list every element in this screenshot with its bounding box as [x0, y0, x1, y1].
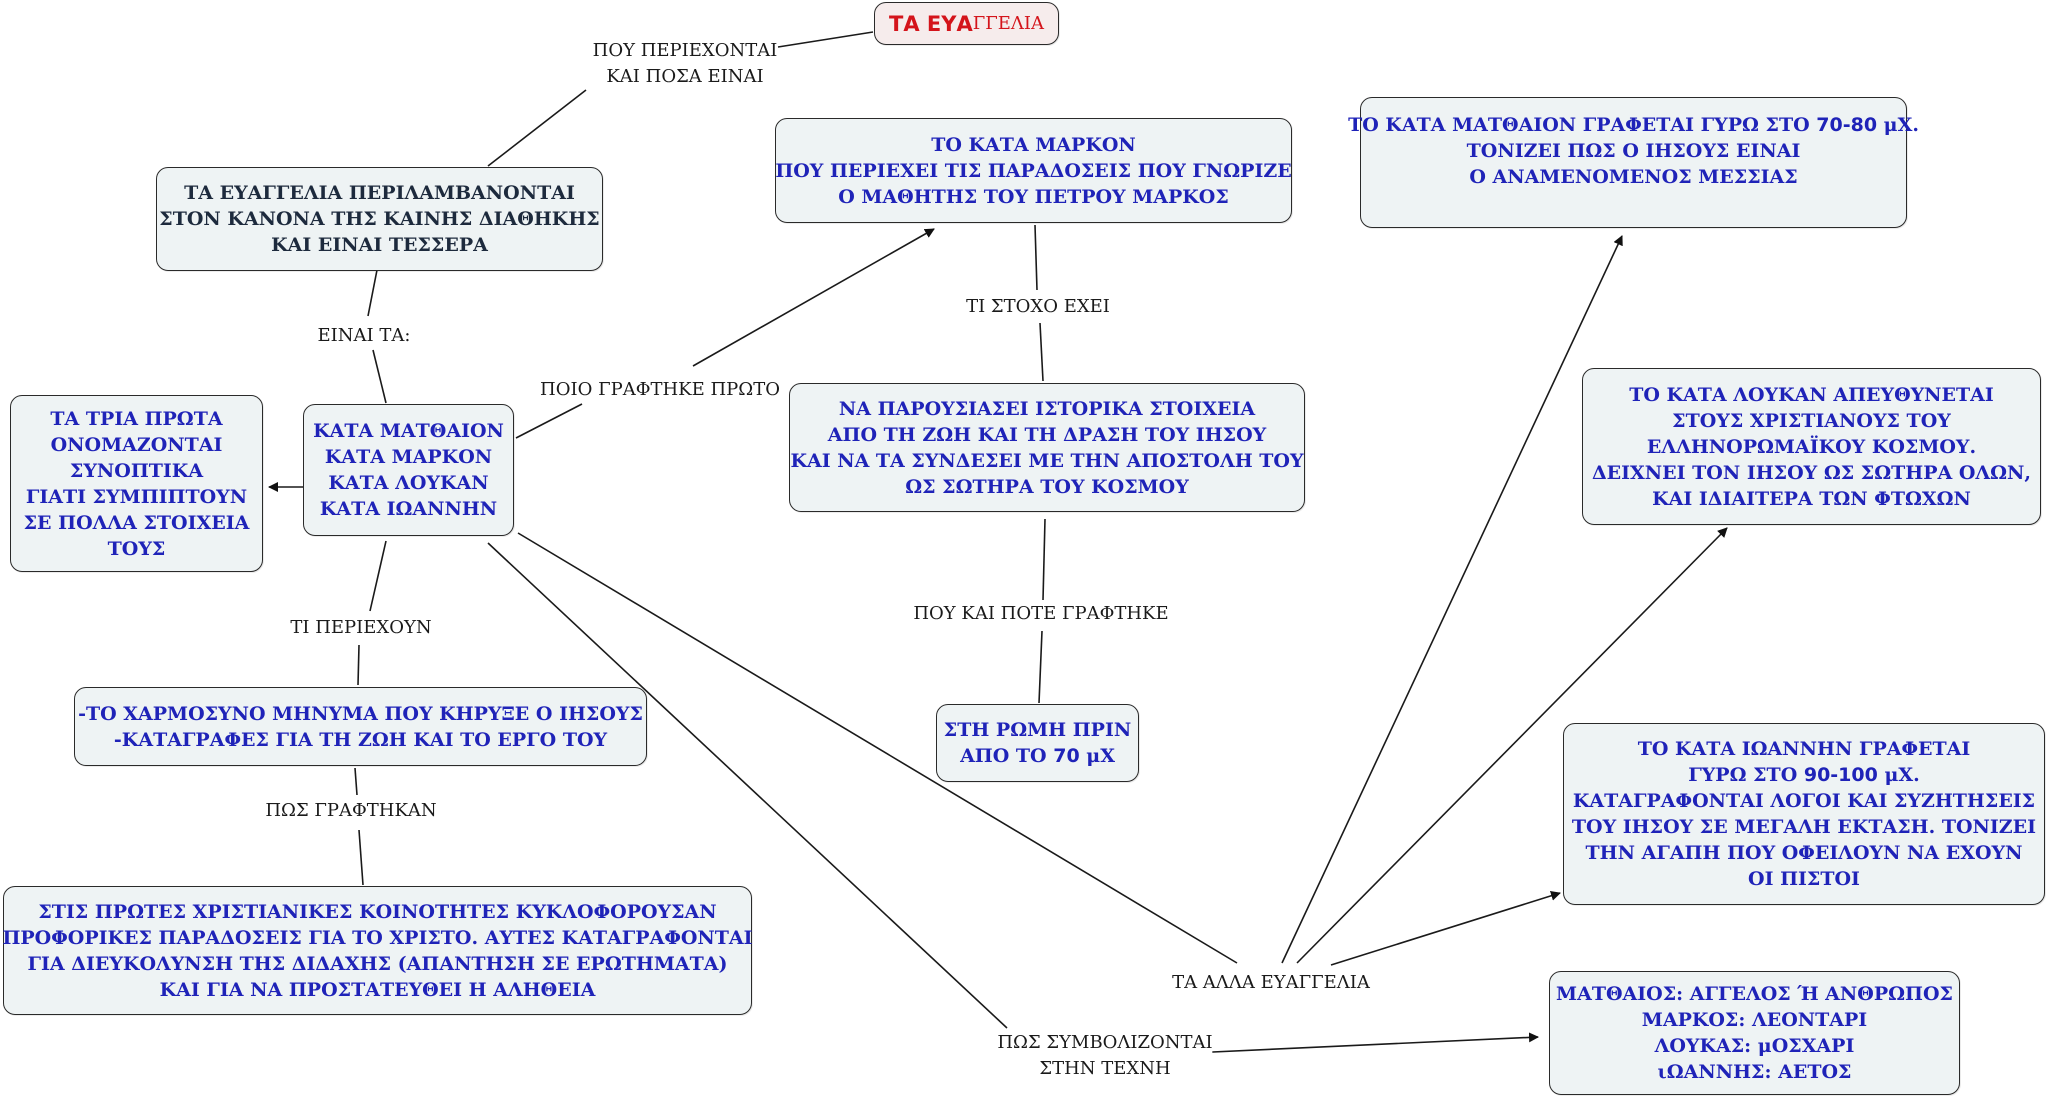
label-how-written: ΠΩΣ ΓΡΑΦΤΗΚΑΝ [265, 798, 437, 824]
edge-other-to-matthew [1281, 235, 1623, 964]
node-four-gospels[interactable]: ΚΑΤΑ ΜΑΤΘΑΙΟΝ ΚΑΤΑ ΜΑΡΚΟΝ ΚΑΤΑ ΛΟΥΚΑΝ ΚΑ… [303, 404, 514, 536]
years-70-80: 70-80 [1816, 114, 1878, 136]
node-contents[interactable]: -ΤΟ ΧΑΡΜΟΣΥΝΟ ΜΗΝΥΜΑ ΠΟΥ ΚΗΡΥΞΕ Ο ΙΗΣΟΥΣ… [74, 687, 647, 766]
edge-contents-label-to-contents [357, 644, 360, 686]
label-where-when: ΠΟΥ ΚΑΙ ΠΟΤΕ ΓΡΑΦΤΗΚΕ [913, 601, 1169, 627]
label-where-contained: ΠΟΥ ΠΕΡΙΕΧΟΝΤΑΙ ΚΑΙ ΠΟΣΑ ΕΙΝΑΙ [592, 38, 778, 90]
node-luke[interactable]: ΤΟ ΚΑΤΑ ΛΟΥΚΑΝ ΑΠΕΥΘΥΝΕΤΑΙ ΣΤΟΥΣ ΧΡΙΣΤΙΑ… [1582, 368, 2041, 525]
edge-canon-to-label [367, 269, 378, 317]
edge-four-to-other [517, 532, 1238, 964]
edge-label-to-four [372, 349, 387, 404]
edge-where-label-to-rome [1038, 630, 1043, 704]
label-they-are: ΕΙΝΑΙ ΤΑ: [317, 323, 411, 349]
edge-how-label-to-oral [358, 829, 364, 886]
node-symbols[interactable]: ΜΑΤΘΑΙΟΣ: ΑΓΓΕΛΟΣ Ή ΑΝΘΡΩΠΟΣ ΜΑΡΚΟΣ: ΛΕΟ… [1549, 971, 1960, 1095]
edge-whichfirst-to-mark [692, 228, 935, 367]
title-part-1: ΤΑ ΕΥΑ [889, 11, 973, 36]
edge-four-to-symbols-label [487, 542, 1008, 1029]
node-goal[interactable]: ΝΑ ΠΑΡΟΥΣΙΑΣΕΙ ΙΣΤΟΡΙΚΑ ΣΤΟΙΧΕΙΑ ΑΠΟ ΤΗ … [789, 383, 1305, 512]
title-part-2: ΓΓΕΛΙΑ [972, 12, 1044, 34]
label-what-goal: ΤΙ ΣΤΟΧΟ ΕΧΕΙ [966, 294, 1110, 320]
node-matthew[interactable]: ΤΟ ΚΑΤΑ ΜΑΤΘΑΙΟΝ ΓΡΑΦΕΤΑΙ ΓΥΡΩ ΣΤΟ 70-80… [1348, 97, 1919, 228]
node-synoptic[interactable]: ΤΑ ΤΡΙΑ ΠΡΩΤΑ ΟΝΟΜΑΖΟΝΤΑΙ ΣΥΝΟΠΤΙΚΑ ΓΙΑΤ… [10, 395, 263, 572]
edge-four-to-contents-label [369, 540, 387, 612]
year-70: 70 [1053, 745, 1080, 767]
edge-other-to-john [1330, 890, 1561, 966]
node-john[interactable]: ΤΟ ΚΑΤΑ ΙΩΑΝΝΗΝ ΓΡΑΦΕΤΑΙ ΓΥΡΩ ΣΤΟ 90-100… [1563, 723, 2045, 905]
node-mark[interactable]: ΤΟ ΚΑΤΑ ΜΑΡΚΟΝ ΠΟΥ ΠΕΡΙΕΧΕΙ ΤΙΣ ΠΑΡΑΔΟΣΕ… [775, 118, 1292, 223]
years-90-100: 90-100 [1803, 764, 1878, 786]
edge-mark-to-goal-label [1034, 224, 1038, 291]
label-how-symbolized: ΠΩΣ ΣΥΜΒΟΛΙΖΟΝΤΑΙ ΣΤΗΝ ΤΕΧΝΗ [997, 1030, 1213, 1082]
edge-four-to-whichfirst [515, 403, 583, 439]
node-oral-traditions[interactable]: ΣΤΙΣ ΠΡΩΤΕΣ ΧΡΙΣΤΙΑΝΙΚΕΣ ΚΟΙΝΟΤΗΤΕΣ ΚΥΚΛ… [2, 886, 753, 1015]
label-other-gospels: ΤΑ ΑΛΛΑ ΕΥΑΓΓΕΛΙΑ [1172, 970, 1370, 996]
edge-contents-to-how-label [354, 767, 358, 796]
node-rome[interactable]: ΣΤΗ ΡΩΜΗ ΠΡΙΝ ΑΠΟ ΤΟ 70 μΧ [936, 704, 1139, 782]
label-which-first: ΠΟΙΟ ΓΡΑΦΤΗΚΕ ΠΡΩΤΟ [540, 377, 780, 403]
edge-where-to-canon [487, 89, 587, 167]
label-what-contain: ΤΙ ΠΕΡΙΕΧΟΥΝ [290, 615, 432, 641]
node-canon[interactable]: ΤΑ ΕΥΑΓΓΕΛΙΑ ΠΕΡΙΛΑΜΒΑΝΟΝΤΑΙ ΣΤΟΝ ΚΑΝΟΝΑ… [156, 167, 603, 271]
edge-goal-to-where-label [1042, 518, 1046, 601]
edge-title-to-where [777, 31, 874, 48]
edge-symbols-label-to-symbols [1190, 1032, 1539, 1054]
edge-goal-label-to-goal [1039, 322, 1044, 382]
edge-other-to-luke [1296, 527, 1728, 964]
